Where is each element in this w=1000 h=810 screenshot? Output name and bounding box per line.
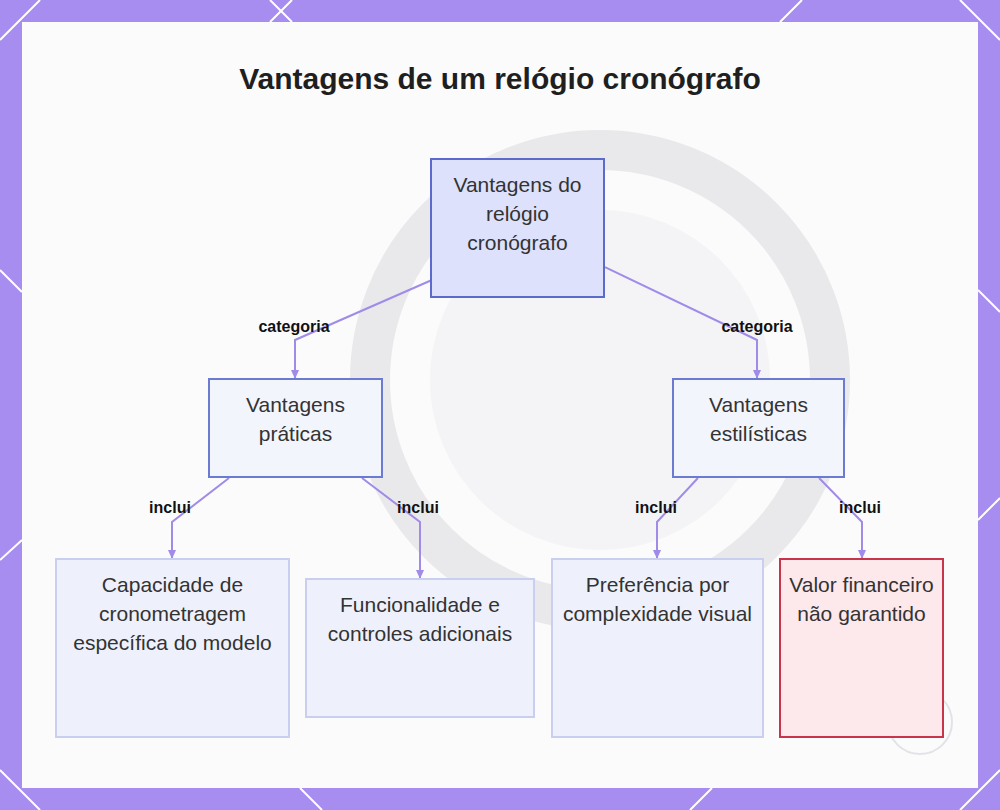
node-text: Funcionalidade e controles adicionais bbox=[315, 590, 525, 648]
edge-label: categoria bbox=[721, 318, 792, 336]
concept-box: Funcionalidade e controles adicionais bbox=[305, 578, 535, 718]
concept-box: Vantagens práticas bbox=[208, 378, 383, 478]
edge-label: categoria bbox=[258, 318, 329, 336]
connector-arrow bbox=[657, 478, 698, 558]
edge-label: inclui bbox=[839, 499, 881, 517]
diagram-title: Vantagens de um relógio cronógrafo bbox=[0, 62, 1000, 96]
edge-label: inclui bbox=[397, 499, 439, 517]
connector-arrow bbox=[172, 478, 229, 558]
concept-box: Capacidade de cronometragem específica d… bbox=[55, 558, 290, 738]
edge-label: inclui bbox=[635, 499, 677, 517]
concept-box: Vantagens do relógio cronógrafo bbox=[430, 158, 605, 298]
node-text: Capacidade de cronometragem específica d… bbox=[65, 570, 280, 657]
node-text: Vantagens estilísticas bbox=[682, 390, 835, 448]
concept-box: Preferência por complexidade visual bbox=[551, 558, 764, 738]
edge-label: inclui bbox=[149, 499, 191, 517]
concept-box: Vantagens estilísticas bbox=[672, 378, 845, 478]
connector-arrow bbox=[362, 478, 420, 578]
node-text: Vantagens do relógio cronógrafo bbox=[440, 170, 595, 257]
connector-arrow bbox=[819, 478, 862, 558]
node-text: Vantagens práticas bbox=[218, 390, 373, 448]
warning-box: Valor financeiro não garantido bbox=[779, 558, 944, 738]
node-text: Valor financeiro não garantido bbox=[789, 570, 934, 628]
node-text: Preferência por complexidade visual bbox=[561, 570, 754, 628]
